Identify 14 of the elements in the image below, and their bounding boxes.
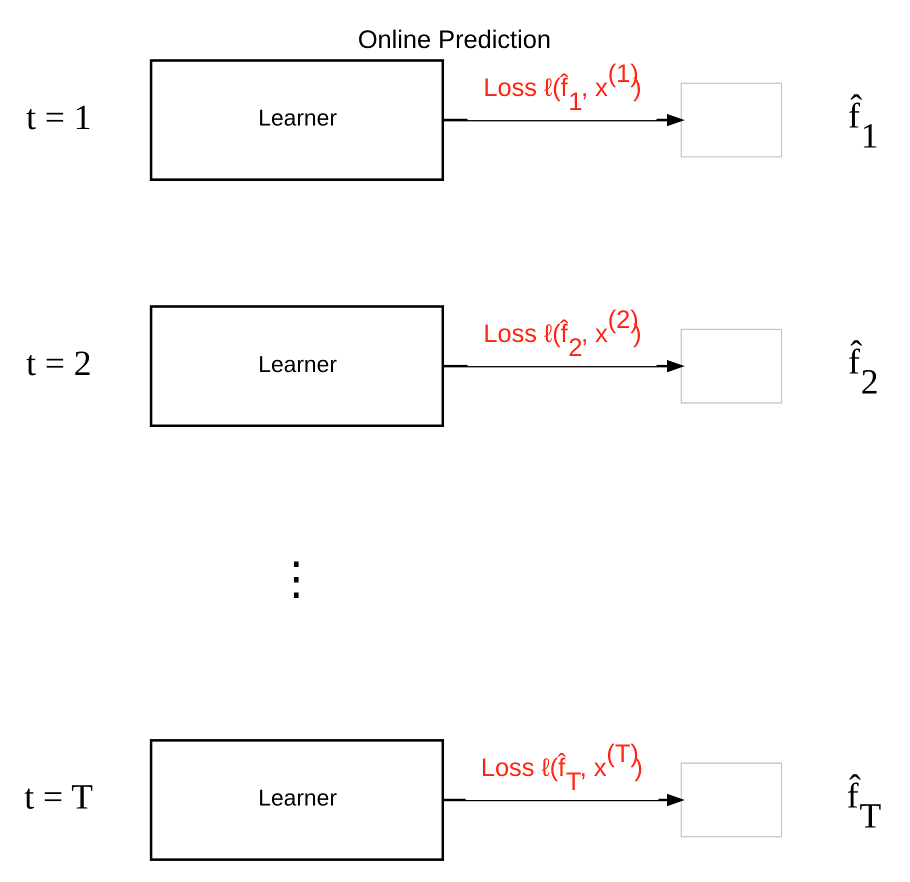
node-label: t = 1 <box>26 96 92 137</box>
node-box <box>680 328 782 404</box>
label: ⋮ <box>272 553 319 604</box>
arrow <box>442 794 684 806</box>
node-box: Learner <box>149 305 444 428</box>
node-box: Learner <box>149 59 444 181</box>
node-box <box>680 82 782 158</box>
node-label: t = T <box>24 776 92 817</box>
node-box: Learner <box>149 739 444 861</box>
arrow <box>442 360 684 372</box>
node-label: t = 2 <box>26 342 92 383</box>
arrow <box>442 114 684 126</box>
diagram-title: Online Prediction <box>357 26 550 54</box>
node-box <box>680 762 782 838</box>
